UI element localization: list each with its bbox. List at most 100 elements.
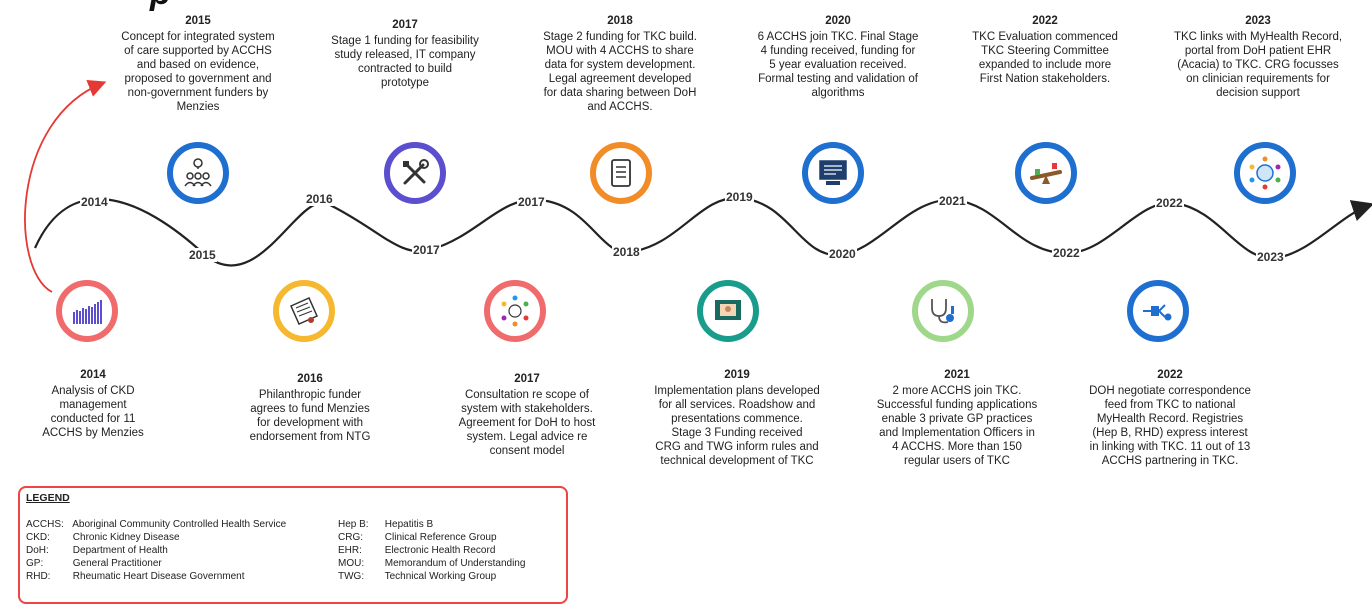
balance-scale-icon bbox=[1030, 163, 1062, 184]
legend-def: Technical Working Group bbox=[384, 571, 497, 582]
event-2018: 2018 Stage 2 funding for TKC build. MOU … bbox=[525, 14, 715, 114]
computer-screen-icon bbox=[819, 160, 847, 185]
legend-abbr: ACCHS: bbox=[26, 519, 64, 530]
event-year: 2019 bbox=[724, 369, 750, 381]
legend-abbr: CRG: bbox=[338, 532, 363, 543]
wave-label-2019: 2019 bbox=[725, 190, 754, 204]
event-description: Consultation re scope of system with sta… bbox=[458, 389, 596, 457]
wave-label-2021: 2021 bbox=[938, 194, 967, 208]
legend-abbr: TWG: bbox=[338, 571, 365, 582]
event-2017-top: 2017 Stage 1 funding for feasibility stu… bbox=[310, 18, 500, 90]
legend-def: Memorandum of Understanding bbox=[384, 558, 526, 569]
event-year: 2023 bbox=[1245, 15, 1271, 27]
legend-row: Hep B: Hepatitis B bbox=[338, 518, 433, 531]
event-year: 2014 bbox=[80, 369, 106, 381]
circle-2017-top bbox=[384, 142, 446, 204]
circle-2021 bbox=[912, 280, 974, 342]
wave-label-2022-lower: 2022 bbox=[1052, 246, 1081, 260]
event-2022-top: 2022 TKC Evaluation commenced TKC Steeri… bbox=[950, 14, 1140, 86]
cropped-title-fragment: p bbox=[150, 0, 171, 13]
event-description: 6 ACCHS join TKC. Final Stage 4 funding … bbox=[757, 31, 919, 99]
wave-label-2023: 2023 bbox=[1256, 250, 1285, 264]
red-connector-arrow bbox=[24, 79, 107, 293]
event-description: Concept for integrated system of care su… bbox=[121, 31, 275, 113]
wave-label-2017-upper: 2017 bbox=[517, 195, 546, 209]
event-2019: 2019 Implementation plans developed for … bbox=[637, 368, 837, 468]
legend-row: CRG: Clinical Reference Group bbox=[338, 531, 497, 544]
event-2015: 2015 Concept for integrated system of ca… bbox=[103, 14, 293, 114]
legend-row: GP: General Practitioner bbox=[26, 557, 162, 570]
event-description: Stage 2 funding for TKC build. MOU with … bbox=[543, 31, 697, 113]
event-2014: 2014 Analysis of CKD management conducte… bbox=[28, 368, 158, 440]
legend-row: CKD: Chronic Kidney Disease bbox=[26, 531, 180, 544]
legend-abbr: EHR: bbox=[338, 545, 362, 556]
event-year: 2022 bbox=[1157, 369, 1183, 381]
legend-def: Rheumatic Heart Disease Government bbox=[72, 571, 245, 582]
circle-2022-top bbox=[1015, 142, 1077, 204]
stethoscope-icon bbox=[931, 299, 954, 324]
wave-label-2022-upper: 2022 bbox=[1155, 196, 1184, 210]
event-description: DOH negotiate correspondence feed from T… bbox=[1089, 385, 1251, 467]
event-2017-bottom: 2017 Consultation re scope of system wit… bbox=[437, 372, 617, 458]
event-description: Philanthropic funder agrees to fund Menz… bbox=[249, 389, 371, 443]
event-description: TKC links with MyHealth Record, portal f… bbox=[1173, 31, 1343, 99]
event-description: Implementation plans developed for all s… bbox=[654, 385, 820, 467]
legend-row: RHD: Rheumatic Heart Disease Government bbox=[26, 570, 245, 583]
circle-2018 bbox=[590, 142, 652, 204]
wave-label-2015: 2015 bbox=[188, 248, 217, 262]
document-checklist-icon bbox=[611, 159, 631, 187]
bar-chart-icon bbox=[73, 300, 102, 324]
circle-2014 bbox=[56, 280, 118, 342]
legend-def: Hepatitis B bbox=[384, 519, 434, 530]
event-year: 2017 bbox=[392, 19, 418, 31]
event-description: Stage 1 funding for feasibility study re… bbox=[331, 35, 479, 89]
people-circle-icon bbox=[501, 295, 529, 327]
legend-row: TWG: Technical Working Group bbox=[338, 570, 496, 583]
wave-label-2018: 2018 bbox=[612, 245, 641, 259]
circle-2015 bbox=[167, 142, 229, 204]
wave-label-2014: 2014 bbox=[80, 195, 109, 209]
network-globe-icon bbox=[1249, 156, 1281, 190]
legend-row: MOU: Memorandum of Understanding bbox=[338, 557, 525, 570]
circle-2020 bbox=[802, 142, 864, 204]
legend-abbr: MOU: bbox=[338, 558, 365, 569]
legend-def: Chronic Kidney Disease bbox=[72, 532, 180, 543]
tools-icon bbox=[403, 159, 429, 185]
circle-2022-bottom bbox=[1127, 280, 1189, 342]
legend-def: Aboriginal Community Controlled Health S… bbox=[72, 519, 287, 530]
legend-def: General Practitioner bbox=[72, 558, 162, 569]
people-idea-icon bbox=[184, 158, 212, 187]
event-description: Analysis of CKD management conducted for… bbox=[42, 385, 144, 439]
legend-abbr: DoH: bbox=[26, 545, 49, 556]
legend-abbr: CKD: bbox=[26, 532, 50, 543]
legend-def: Electronic Health Record bbox=[384, 545, 496, 556]
legend-def: Clinical Reference Group bbox=[384, 532, 497, 543]
wave-label-2020: 2020 bbox=[828, 247, 857, 261]
event-2020: 2020 6 ACCHS join TKC. Final Stage 4 fun… bbox=[738, 14, 938, 100]
event-year: 2016 bbox=[297, 373, 323, 385]
data-flow-icon bbox=[1143, 304, 1172, 321]
event-description: 2 more ACCHS join TKC. Successful fundin… bbox=[876, 385, 1038, 467]
event-description: TKC Evaluation commenced TKC Steering Co… bbox=[972, 31, 1118, 85]
event-2023: 2023 TKC links with MyHealth Record, por… bbox=[1158, 14, 1358, 100]
legend-row: DoH: Department of Health bbox=[26, 544, 168, 557]
wave-label-2017-lower: 2017 bbox=[412, 243, 441, 257]
event-year: 2015 bbox=[185, 15, 211, 27]
circle-2023 bbox=[1234, 142, 1296, 204]
circle-2017-bottom bbox=[484, 280, 546, 342]
circle-2019 bbox=[697, 280, 759, 342]
presentation-icon bbox=[715, 300, 741, 320]
event-year: 2017 bbox=[514, 373, 540, 385]
legend-box: LEGEND ACCHS: Aboriginal Community Contr… bbox=[18, 486, 568, 604]
legend-abbr: RHD: bbox=[26, 571, 51, 582]
event-year: 2022 bbox=[1032, 15, 1058, 27]
event-year: 2021 bbox=[944, 369, 970, 381]
legend-abbr: GP: bbox=[26, 558, 44, 569]
signed-document-icon bbox=[290, 297, 318, 325]
legend-title: LEGEND bbox=[26, 492, 70, 504]
wave-label-2016: 2016 bbox=[305, 192, 334, 206]
event-year: 2018 bbox=[607, 15, 633, 27]
legend-row: ACCHS: Aboriginal Community Controlled H… bbox=[26, 518, 286, 531]
event-year: 2020 bbox=[825, 15, 851, 27]
circle-2016 bbox=[273, 280, 335, 342]
